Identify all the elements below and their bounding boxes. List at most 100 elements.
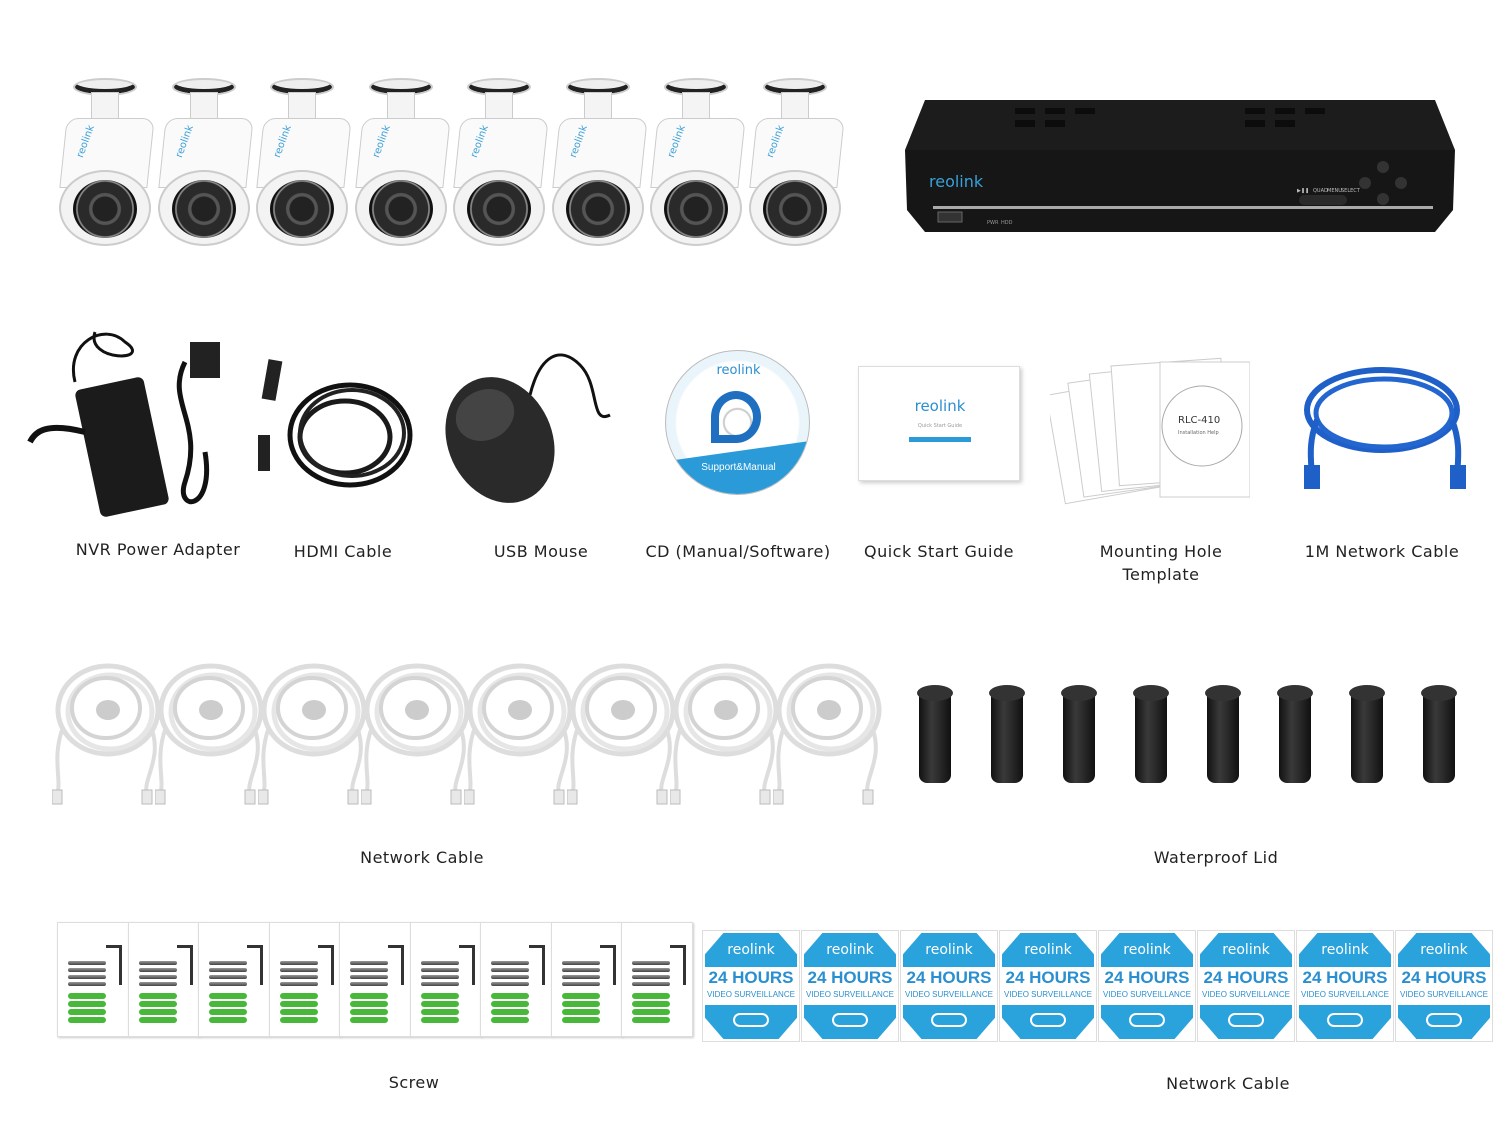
sticker-brand: reolink [1420,942,1468,958]
waterproof-lid [1349,685,1385,785]
screw-pack [550,922,623,1037]
network-cable-coil [463,660,576,810]
sticker-brand: reolink [1123,942,1171,958]
sticker-brand: reolink [1222,942,1270,958]
camera-icon [1228,1013,1264,1027]
reolink-logo-icon [711,391,761,443]
camera-lens-icon [73,180,137,238]
label-stickers: Network Cable [1166,1074,1290,1093]
sticker-headline: 24 HOURS [1005,968,1091,987]
template-caption: Installation Help [1178,430,1219,436]
label-mouse: USB Mouse [493,542,589,561]
network-cable-coil [669,660,782,810]
waterproof-lid [1205,685,1241,785]
surveillance-sticker: reolink 24 HOURS VIDEO SURVEILLANCE [1098,930,1196,1042]
guide-title: Quick Start Guide [917,423,963,429]
label-hdmi: HDMI Cable [293,542,393,561]
camera-lens-icon [664,180,728,238]
label-cd: CD (Manual/Software) [645,542,831,561]
screw-pack [409,922,482,1037]
waterproof-lid [1421,685,1457,785]
sticker-sub: VIDEO SURVEILLANCE [1202,990,1290,999]
network-cable-coil [154,660,267,810]
nvr-play-button: ▶❚❚ [1297,188,1310,194]
camera-lens-icon [467,180,531,238]
camera-icon [733,1013,769,1027]
camera-icon [1327,1013,1363,1027]
sticker-sub: VIDEO SURVEILLANCE [1400,990,1488,999]
network-cable-coil [566,660,679,810]
sticker-headline: 24 HOURS [807,968,893,987]
camera-icon [832,1013,868,1027]
template-model: RLC-410 [1178,415,1221,426]
sticker-headline: 24 HOURS [906,968,992,987]
mounting-template-stack: RLC-410 Installation Help [1045,340,1251,510]
waterproof-lid [989,685,1025,785]
waterproof-lid [917,685,953,785]
screw-pack [621,922,693,1037]
sticker-headline: 24 HOURS [1203,968,1289,987]
sticker-sub: VIDEO SURVEILLANCE [1301,990,1389,999]
nvr-quad-button: QUAD [1313,188,1328,194]
surveillance-sticker: reolink 24 HOURS VIDEO SURVEILLANCE [1395,930,1493,1042]
label-power-adapter: NVR Power Adapter [75,540,241,559]
label-short-cable: 1M Network Cable [1304,542,1460,561]
screw-pack [127,922,200,1037]
hdmi-cable-image [240,345,420,505]
camera: reolink [745,78,845,248]
camera: reolink [548,78,648,248]
sticker-brand: reolink [925,942,973,958]
sticker-sub: VIDEO SURVEILLANCE [1004,990,1092,999]
nvr-brand-logo: reolink [929,172,984,191]
label-waterproof-lid: Waterproof Lid [1153,848,1279,867]
short-network-cable-image [1292,355,1472,495]
sticker-sub: VIDEO SURVEILLANCE [707,990,795,999]
power-adapter-image [25,322,245,522]
quick-start-guide: reolink Quick Start Guide [858,366,1020,481]
guide-brand: reolink [914,397,966,415]
label-screw: Screw [388,1073,440,1092]
label-network-cable: Network Cable [360,848,484,867]
network-cable-coil [772,660,885,810]
camera-lens-icon [762,180,827,238]
camera-lens-icon [368,180,433,238]
camera: reolink [351,78,451,248]
sticker-sub: VIDEO SURVEILLANCE [905,990,993,999]
surveillance-sticker: reolink 24 HOURS VIDEO SURVEILLANCE [900,930,998,1042]
cd-brand: reolink [716,363,761,378]
cd-disc: reolink Support&Manual [665,350,810,495]
camera-icon [931,1013,967,1027]
screw-pack [339,922,411,1037]
screw-pack [57,922,129,1037]
sticker-headline: 24 HOURS [1104,968,1190,987]
label-guide: Quick Start Guide [864,542,1014,561]
waterproof-lid [1133,685,1169,785]
waterproof-lid [1277,685,1313,785]
screw-pack [268,922,341,1037]
sticker-brand: reolink [1024,942,1072,958]
surveillance-sticker: reolink 24 HOURS VIDEO SURVEILLANCE [1197,930,1295,1042]
sticker-brand: reolink [1321,942,1369,958]
waterproof-lid [1061,685,1097,785]
sticker-brand: reolink [826,942,874,958]
label-template: Mounting Hole Template [1099,542,1223,584]
nvr-recorder: reolink ▶❚❚ QUAD MENU SELECT PWR HDD [905,100,1455,235]
camera: reolink [252,78,352,248]
camera-icon [1030,1013,1066,1027]
camera: reolink [154,78,254,248]
network-cable-coil [51,660,164,810]
nvr-select-button: SELECT [1341,188,1360,194]
sticker-headline: 24 HOURS [1302,968,1388,987]
sticker-headline: 24 HOURS [708,968,794,987]
nvr-pwr-led: PWR [987,220,999,226]
camera-lens-icon [565,180,630,238]
sticker-sub: VIDEO SURVEILLANCE [1103,990,1191,999]
surveillance-sticker: reolink 24 HOURS VIDEO SURVEILLANCE [1296,930,1394,1042]
network-cable-coil [360,660,473,810]
camera-icon [1129,1013,1165,1027]
camera-lens-icon [270,180,334,238]
surveillance-sticker: reolink 24 HOURS VIDEO SURVEILLANCE [999,930,1097,1042]
sticker-headline: 24 HOURS [1401,968,1487,987]
